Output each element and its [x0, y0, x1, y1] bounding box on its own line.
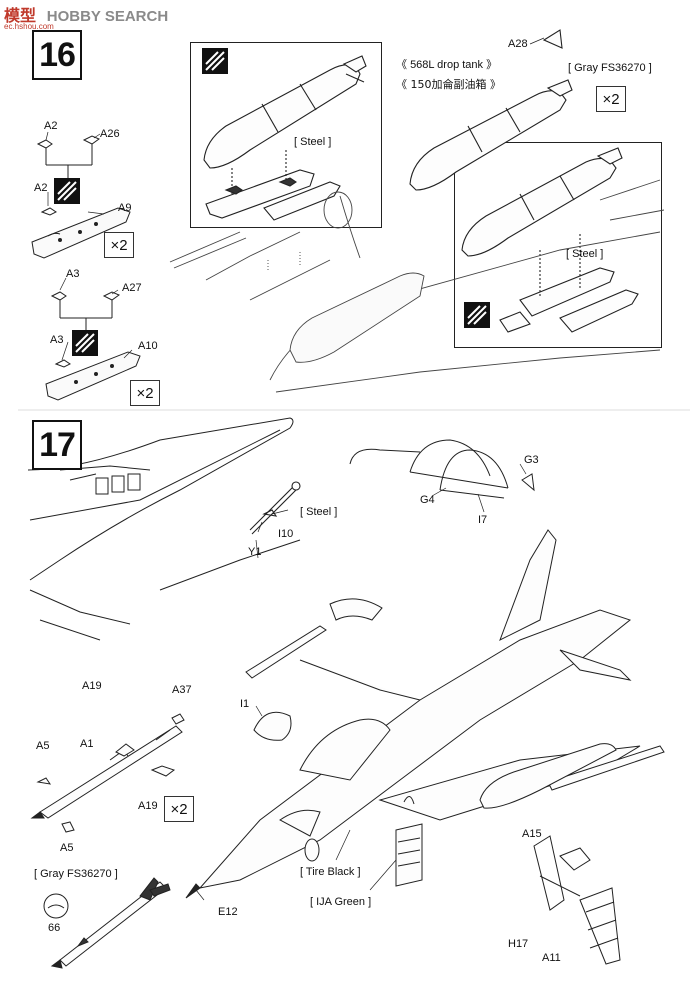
part-label-a2-lower: A2: [34, 182, 48, 194]
leader-lines: [45, 37, 545, 901]
tank-color-label: [ Gray FS36270 ]: [568, 62, 652, 74]
part-number-66: 66: [48, 922, 61, 934]
multiplier-tank: ×2: [596, 86, 626, 112]
drop-tank-inset-right: [461, 147, 639, 333]
missile-gray: [43, 877, 171, 969]
tire-black-label: [ Tire Black ]: [300, 866, 361, 878]
part-label-i7: I7: [478, 514, 488, 526]
pylon-a10-drawing: [45, 291, 141, 401]
multiplier-a9: ×2: [104, 232, 134, 258]
part-label-a3: A3: [66, 268, 80, 280]
watermark-text: HOBBY SEARCH: [46, 8, 169, 25]
step-17-number: 17: [32, 420, 82, 470]
missile-gray-label: [ Gray FS36270 ]: [34, 868, 118, 880]
part-label-a37: A37: [172, 684, 192, 696]
pylon-a9-drawing: [31, 135, 131, 259]
part-label-a19-top: A19: [82, 680, 102, 692]
multiplier-a10: ×2: [130, 380, 160, 406]
watermark-url: ec.hshou.com: [4, 22, 54, 31]
part-label-a27: A27: [122, 282, 142, 294]
cut-icon-1: [54, 178, 80, 204]
part-label-a15: A15: [522, 828, 542, 840]
part-label-a5-lower: A5: [60, 842, 74, 854]
cut-icon-2: [72, 330, 98, 356]
ija-green-label: [ IJA Green ]: [310, 896, 372, 908]
watermark-logo: 模型 HOBBY SEARCH: [4, 2, 168, 26]
drop-tank-en-text: 568L drop tank: [410, 59, 484, 71]
part-label-a26: A26: [100, 128, 120, 140]
ladder-detail: [533, 835, 621, 965]
steel-label-probe: [ Steel ]: [300, 506, 338, 518]
part-label-e12: E12: [218, 906, 238, 918]
part-label-i1: I1: [240, 698, 250, 710]
steel-label-right: [ Steel ]: [566, 248, 604, 260]
step-16-number: 16: [32, 30, 82, 80]
drop-tank-cn-text: 150加侖副油箱: [410, 78, 487, 91]
multiplier-a19: ×2: [164, 796, 194, 822]
part-label-a11: A11: [542, 952, 561, 964]
part-label-a5-top: A5: [36, 740, 50, 752]
steel-label-left: [ Steel ]: [294, 136, 332, 148]
part-label-a19-lower: A19: [138, 800, 158, 812]
part-label-g4: G4: [420, 494, 435, 506]
drop-tank-chinese: 《 150加侖副油箱 》: [396, 78, 501, 91]
part-label-a2: A2: [44, 120, 58, 132]
inset-frame-left: [190, 42, 382, 228]
main-aircraft: [185, 529, 665, 899]
aircraft-underside: [169, 179, 665, 393]
part-label-a10: A10: [138, 340, 158, 352]
inset-frame-right: [454, 142, 662, 348]
part-label-a1: A1: [80, 738, 94, 750]
part-label-a3-lower: A3: [50, 334, 64, 346]
drop-tank-english: 《 568L drop tank 》: [396, 59, 498, 71]
missile-a1: [30, 713, 185, 833]
part-label-a9: A9: [118, 202, 132, 214]
part-label-g3: G3: [524, 454, 539, 466]
pitot-probe: [249, 481, 301, 535]
part-label-y1: Y1: [248, 546, 262, 558]
part-label-a28: A28: [508, 38, 528, 50]
drop-tank-inset-left: [202, 48, 367, 221]
watermark-chinese: 模型: [4, 6, 37, 25]
cockpit-closeup: [27, 417, 301, 641]
canopy-parts: [349, 439, 535, 499]
part-label-i10: I10: [278, 528, 294, 540]
drop-tank-right: [409, 29, 573, 191]
part-label-h17: H17: [508, 938, 529, 950]
